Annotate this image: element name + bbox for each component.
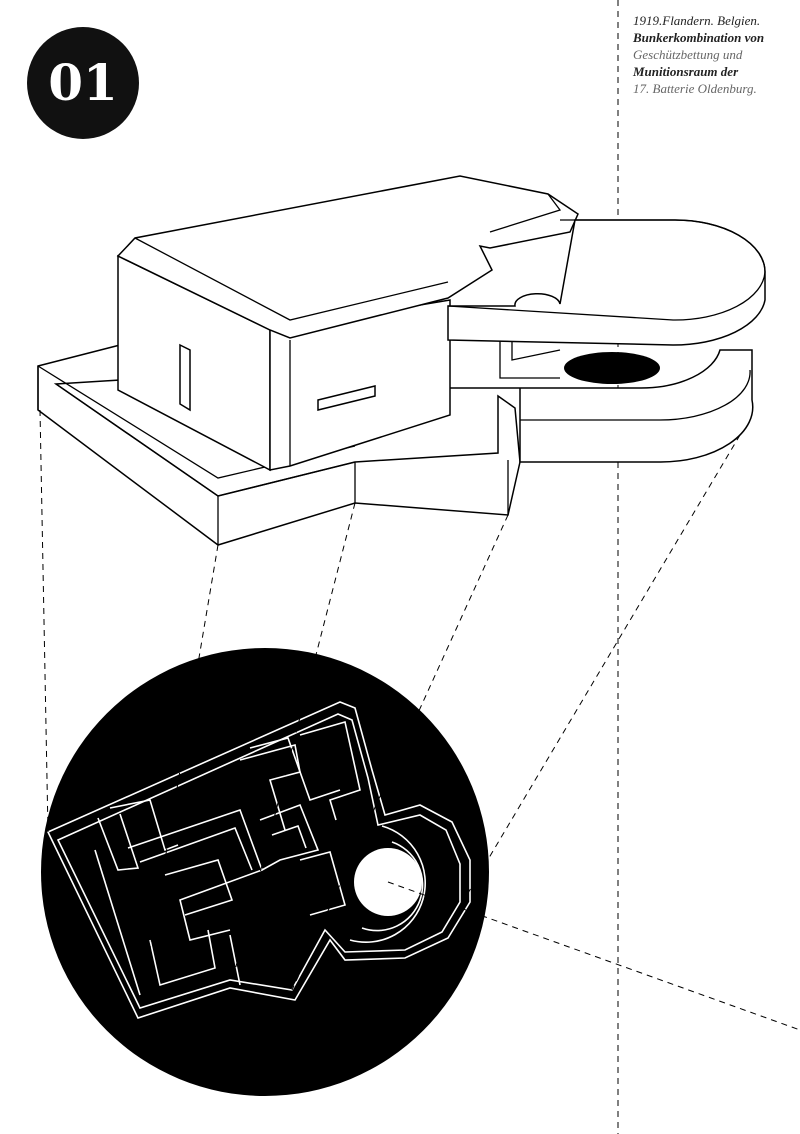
caption-line-2: Bunkerkombination von	[633, 30, 765, 45]
main-roof	[116, 175, 579, 339]
projection-lines	[39, 409, 800, 1031]
embrasure-front	[317, 385, 376, 411]
plan-disc-background	[41, 648, 489, 1096]
plan-disc	[41, 648, 489, 1096]
figure-number-badge: 01	[27, 27, 139, 139]
caption-line-1: 1919.Flandern. Belgien.	[633, 13, 761, 28]
caption-line-3: Geschützbettung und	[633, 47, 743, 62]
gun-ring-lower	[450, 349, 754, 463]
figure-caption: 1919.Flandern. Belgien. Bunkerkombinatio…	[633, 12, 798, 97]
gun-pit	[564, 352, 660, 384]
caption-line-5: 17. Batterie Oldenburg.	[633, 81, 757, 96]
figure-number: 01	[48, 53, 118, 112]
bunker-isometric	[37, 175, 766, 546]
plan-outline	[46, 701, 471, 1019]
caption-line-4: Munitionsraum der	[633, 64, 739, 79]
embrasure-side	[179, 343, 191, 412]
perimeter-wall	[37, 344, 521, 546]
